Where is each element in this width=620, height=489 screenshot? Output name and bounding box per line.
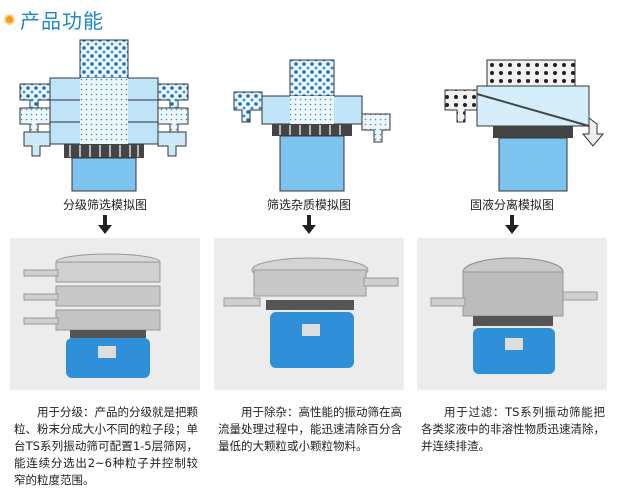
down-arrow-icon (98, 215, 112, 234)
impurity-diagram (233, 59, 391, 192)
grading-description: 用于分级：产品的分级就是把颗粒、粉末分成大小不同的粒子段；单台TS系列振动筛可配… (14, 405, 198, 487)
bullet-icon (4, 13, 15, 25)
filtration-label: 固液分离模拟图 (469, 198, 554, 212)
down-arrow-icon (505, 215, 519, 234)
grading-machine-photo (10, 238, 200, 390)
impurity-label: 筛选杂质模拟图 (266, 198, 351, 212)
grading-diagram (19, 39, 189, 192)
section-title: 产品功能 (20, 8, 104, 33)
filtration-diagram (444, 59, 605, 192)
grading-label: 分级筛选模拟图 (62, 198, 147, 212)
impurity-machine-photo (214, 238, 404, 390)
impurity-description: 用于除杂：高性能的振动筛在高流量处理过程中，能迅速清除百分含量低的大颗粒或小颗粒… (218, 405, 402, 453)
filtration-description: 用于过滤：TS系列振动筛能把各类浆液中的非溶性物质迅速清除，并连续排渣。 (421, 405, 605, 453)
down-arrow-icon (302, 215, 316, 234)
filtration-machine-photo (417, 238, 607, 390)
column-filtration: 固液分离模拟图 用于过滤：TS系列振动筛能把各类浆液中的非溶性物质迅速清除，并连… (417, 0, 607, 486)
column-grading: 分级筛选模拟图 用于分级：产品的分级就是把颗粒、粉末分成大小不同的粒子段；单台T… (10, 0, 200, 487)
column-impurity: 筛选杂质模拟图 用于除杂：高性能的振动筛在高流量处理过程中，能迅速清除百分含量低… (214, 0, 404, 486)
section-header: 产品功能 (4, 6, 104, 33)
